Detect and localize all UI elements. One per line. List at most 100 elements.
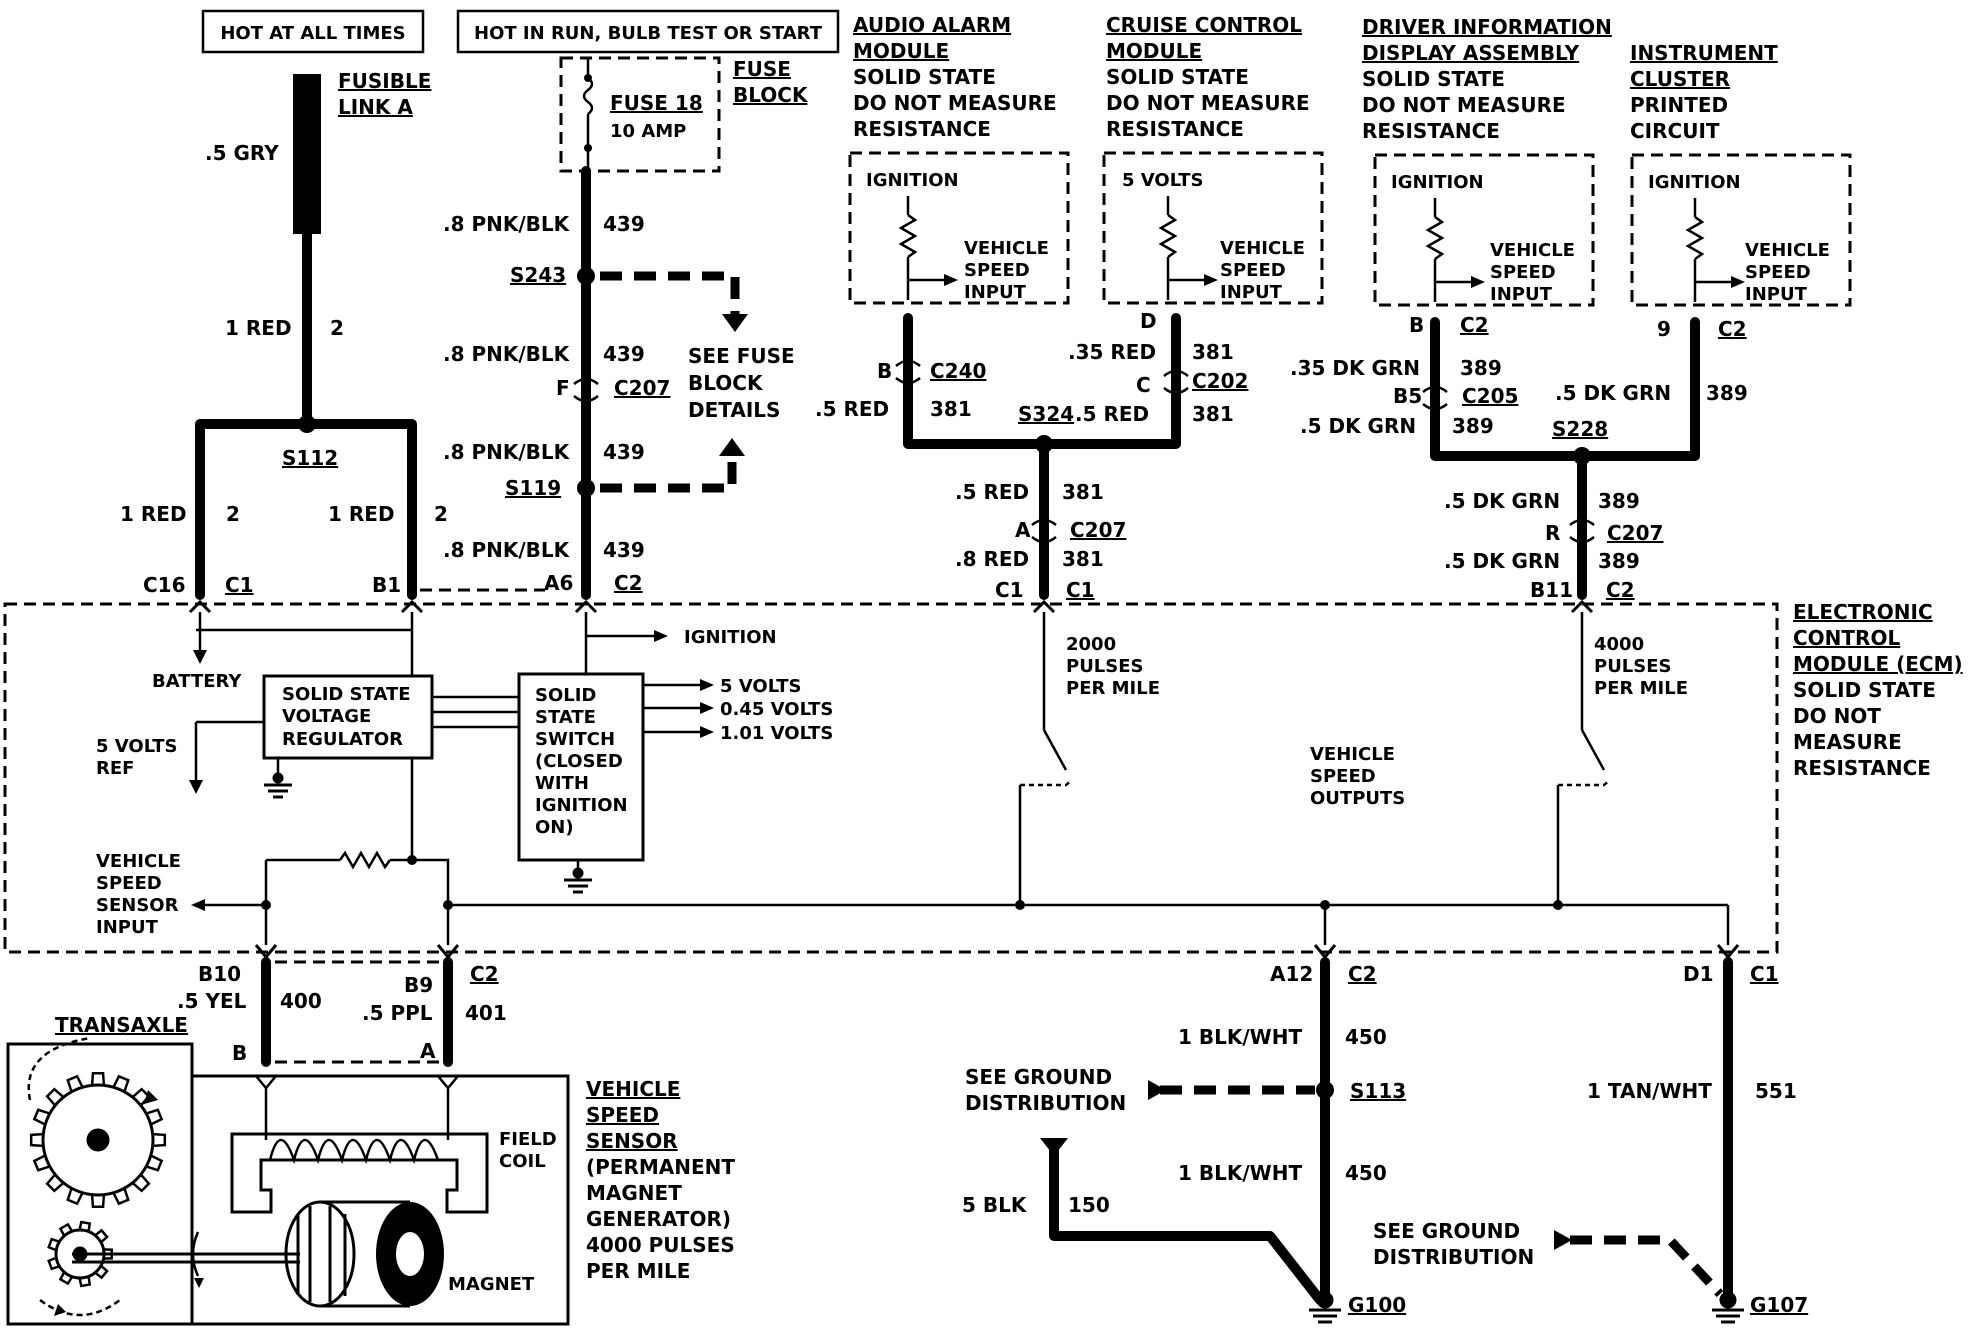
pin-d1: D1 bbox=[1683, 962, 1714, 986]
pin-c16: C16 bbox=[143, 573, 186, 597]
wire-label: .5 DK GRN bbox=[1444, 549, 1560, 573]
regulator-label-3: REGULATOR bbox=[282, 729, 403, 750]
svg-text:DO NOT MEASURE: DO NOT MEASURE bbox=[1362, 93, 1566, 117]
pin-b: B bbox=[877, 359, 892, 383]
svg-text:SENSOR: SENSOR bbox=[586, 1129, 678, 1153]
conn-c2: C2 bbox=[1460, 313, 1489, 337]
svg-text:4000: 4000 bbox=[1594, 634, 1644, 655]
wire-label: 5 BLK bbox=[962, 1193, 1028, 1217]
conn-c2: C2 bbox=[1718, 317, 1747, 341]
wire-label: .8 PNK/BLK bbox=[443, 342, 571, 366]
transaxle-label: TRANSAXLE bbox=[55, 1013, 188, 1037]
circuit-label: 381 bbox=[1062, 480, 1104, 504]
wire-label: 1 RED bbox=[328, 502, 395, 526]
svg-text:VEHICLE: VEHICLE bbox=[1745, 240, 1830, 261]
battery-label: BATTERY bbox=[152, 671, 242, 692]
instrument-cluster-text: INSTRUMENT CLUSTER PRINTED CIRCUIT bbox=[1630, 41, 1778, 143]
conn-c1: C1 bbox=[1750, 962, 1779, 986]
gear-icon bbox=[41, 1083, 155, 1197]
svg-text:INPUT: INPUT bbox=[1745, 284, 1808, 305]
magnet-label: MAGNET bbox=[448, 1274, 535, 1295]
gear-tooth bbox=[94, 1228, 109, 1244]
wire-label: .5 RED bbox=[1075, 402, 1149, 426]
svg-text:IGNITION: IGNITION bbox=[535, 795, 628, 816]
ecm-box bbox=[3, 602, 1779, 954]
gear-tooth bbox=[78, 1220, 92, 1232]
hot-in-run-label: HOT IN RUN, BULB TEST OR START bbox=[474, 23, 823, 44]
svg-text:GENERATOR): GENERATOR) bbox=[586, 1207, 731, 1231]
wire-label: .8 PNK/BLK bbox=[443, 212, 571, 236]
splice-label-s112: S112 bbox=[282, 446, 338, 470]
svg-text:IGNITION: IGNITION bbox=[866, 170, 959, 191]
ecm-arrowheads bbox=[189, 630, 714, 911]
gear-tooth bbox=[103, 1248, 113, 1260]
svg-text:PER MILE: PER MILE bbox=[586, 1259, 690, 1283]
svg-text:(CLOSED: (CLOSED bbox=[535, 751, 623, 772]
svg-text:PULSES: PULSES bbox=[1594, 656, 1672, 677]
splice-s228 bbox=[1573, 447, 1591, 465]
audio-alarm-module-box: IGNITION VEHICLE SPEED INPUT bbox=[848, 151, 1070, 305]
circuit-label: 400 bbox=[280, 989, 322, 1013]
svg-text:WITH: WITH bbox=[535, 773, 589, 794]
output-045-volts: 0.45 VOLTS bbox=[720, 699, 833, 720]
svg-text:ELECTRONIC: ELECTRONIC bbox=[1793, 600, 1933, 624]
ecm-top-terminals bbox=[188, 599, 1594, 614]
svg-text:PER MILE: PER MILE bbox=[1066, 678, 1160, 699]
svg-text:PULSES: PULSES bbox=[1066, 656, 1144, 677]
fusible-link-title: FUSIBLE bbox=[338, 69, 431, 93]
sensor-internals bbox=[255, 1075, 459, 1140]
wire-label: .5 RED bbox=[955, 480, 1029, 504]
pin-b11: B11 bbox=[1530, 578, 1573, 602]
svg-text:DISPLAY ASSEMBLY: DISPLAY ASSEMBLY bbox=[1362, 41, 1580, 65]
circuit-label: 150 bbox=[1068, 1193, 1110, 1217]
splice-label-s228: S228 bbox=[1552, 417, 1608, 441]
ground-g100: G100 bbox=[1348, 1293, 1406, 1317]
gear-tooth bbox=[32, 1154, 51, 1172]
svg-text:DO NOT MEASURE: DO NOT MEASURE bbox=[853, 91, 1057, 115]
circuit-label: 401 bbox=[465, 1001, 507, 1025]
svg-text:SOLID STATE: SOLID STATE bbox=[1793, 678, 1936, 702]
svg-text:RESISTANCE: RESISTANCE bbox=[1106, 117, 1244, 141]
svg-text:INPUT: INPUT bbox=[96, 917, 159, 938]
audio-alarm-module-text: AUDIO ALARM MODULE SOLID STATE DO NOT ME… bbox=[853, 13, 1057, 141]
fuse-rating: 10 AMP bbox=[610, 121, 686, 142]
svg-text:CONTROL: CONTROL bbox=[1793, 626, 1900, 650]
svg-text:INPUT: INPUT bbox=[964, 282, 1027, 303]
field-coil-label-2: COIL bbox=[499, 1151, 546, 1172]
svg-text:PRINTED: PRINTED bbox=[1630, 93, 1728, 117]
pin-r: R bbox=[1545, 521, 1560, 545]
svg-text:SPEED: SPEED bbox=[96, 873, 162, 894]
svg-text:OUTPUTS: OUTPUTS bbox=[1310, 788, 1405, 809]
conn-c207: C207 bbox=[1070, 518, 1126, 542]
splice-s113 bbox=[1316, 1081, 1334, 1099]
svg-text:MODULE (ECM): MODULE (ECM) bbox=[1793, 652, 1963, 676]
splice-label-s119: S119 bbox=[505, 476, 561, 500]
gear-teeth bbox=[29, 1071, 167, 1209]
wire-label: .35 DK GRN bbox=[1290, 356, 1420, 380]
see-fuse-block-3: DETAILS bbox=[688, 398, 780, 422]
pin-c1: C1 bbox=[995, 578, 1024, 602]
wire-label: .5 DK GRN bbox=[1444, 489, 1560, 513]
svg-text:ON): ON) bbox=[535, 817, 574, 838]
wire-label: .8 PNK/BLK bbox=[443, 538, 571, 562]
svg-text:RESISTANCE: RESISTANCE bbox=[1793, 756, 1931, 780]
see-ground-distribution-2: DISTRIBUTION bbox=[1373, 1245, 1534, 1269]
svg-text:MODULE: MODULE bbox=[1106, 39, 1202, 63]
gear-tooth bbox=[145, 1154, 164, 1172]
circuit-label: 389 bbox=[1706, 381, 1748, 405]
regulator-label-2: VOLTAGE bbox=[282, 706, 371, 727]
driver-info-display-box: IGNITION VEHICLE SPEED INPUT bbox=[1373, 153, 1595, 307]
svg-text:RESISTANCE: RESISTANCE bbox=[853, 117, 991, 141]
conn-c2: C2 bbox=[1606, 578, 1635, 602]
cruise-control-module-text: CRUISE CONTROL MODULE SOLID STATE DO NOT… bbox=[1106, 13, 1310, 141]
circuit-label: 439 bbox=[603, 538, 645, 562]
svg-text:DO NOT MEASURE: DO NOT MEASURE bbox=[1106, 91, 1310, 115]
cruise-control-module-box: 5 VOLTS VEHICLE SPEED INPUT bbox=[1102, 151, 1324, 305]
hot-at-all-times-label: HOT AT ALL TIMES bbox=[220, 23, 405, 44]
svg-text:MODULE: MODULE bbox=[853, 39, 949, 63]
conn-c202: C202 bbox=[1192, 369, 1248, 393]
wire-label: 1 RED bbox=[225, 316, 292, 340]
switch-label: SOLID STATE SWITCH (CLOSED WITH IGNITION… bbox=[535, 685, 628, 838]
circuit-label: 439 bbox=[603, 440, 645, 464]
svg-text:4000 PULSES: 4000 PULSES bbox=[586, 1233, 735, 1257]
